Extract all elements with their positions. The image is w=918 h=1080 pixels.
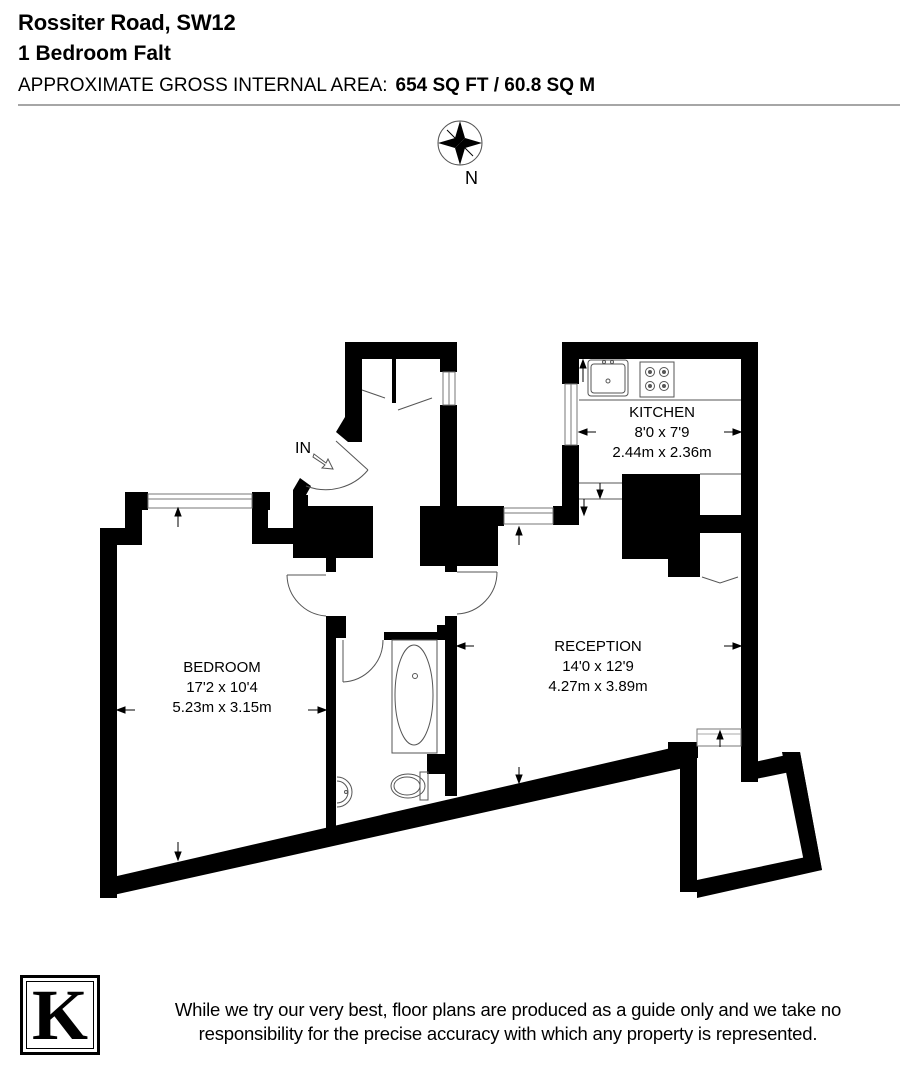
agency-logo: K (20, 975, 100, 1055)
compass-rose-icon (437, 120, 483, 166)
logo-letter: K (31, 975, 88, 1055)
toilet-icon (390, 771, 429, 801)
kitchen-fixtures (579, 359, 741, 500)
compass-north-label: N (465, 168, 478, 188)
room-name: KITCHEN (629, 404, 695, 421)
room-kitchen: KITCHEN 8'0 x 7'9 2.44m x 2.36m (592, 403, 732, 463)
room-metric: 2.44m x 2.36m (612, 444, 712, 461)
gross-internal-area: APPROXIMATE GROSS INTERNAL AREA: 654 SQ F… (18, 75, 595, 97)
room-imperial: 17'2 x 10'4 (186, 679, 258, 696)
area-value: 654 SQ FT / 60.8 SQ M (395, 75, 596, 96)
sink-icon (587, 359, 629, 397)
header-divider (18, 104, 900, 106)
area-label: APPROXIMATE GROSS INTERNAL AREA: (18, 75, 388, 96)
disclaimer: While we try our very best, floor plans … (108, 998, 908, 1046)
disclaimer-line-2: responsibility for the precise accuracy … (198, 1023, 818, 1044)
entrance-label: IN (295, 440, 311, 457)
washbasin-icon (336, 776, 353, 808)
room-imperial: 8'0 x 7'9 (634, 424, 690, 441)
room-reception: RECEPTION 14'0 x 12'9 4.27m x 3.89m (528, 637, 668, 697)
disclaimer-line-1: While we try our very best, floor plans … (174, 999, 842, 1020)
property-subtitle: 1 Bedroom Falt (18, 42, 171, 65)
room-bedroom: BEDROOM 17'2 x 10'4 5.23m x 3.15m (152, 658, 292, 718)
hob-icon (639, 361, 675, 398)
room-metric: 4.27m x 3.89m (548, 678, 648, 695)
bath-icon (391, 639, 438, 754)
room-name: RECEPTION (554, 638, 642, 655)
dimension-arrows (115, 358, 743, 862)
doors (286, 389, 739, 683)
room-metric: 5.23m x 3.15m (172, 699, 272, 716)
property-title: Rossiter Road, SW12 (18, 10, 236, 35)
windows (147, 371, 742, 747)
room-name: BEDROOM (183, 659, 261, 676)
walls (100, 342, 822, 898)
entrance-arrow-icon (312, 453, 334, 470)
bathroom-fixtures (336, 639, 438, 808)
room-imperial: 14'0 x 12'9 (562, 658, 634, 675)
